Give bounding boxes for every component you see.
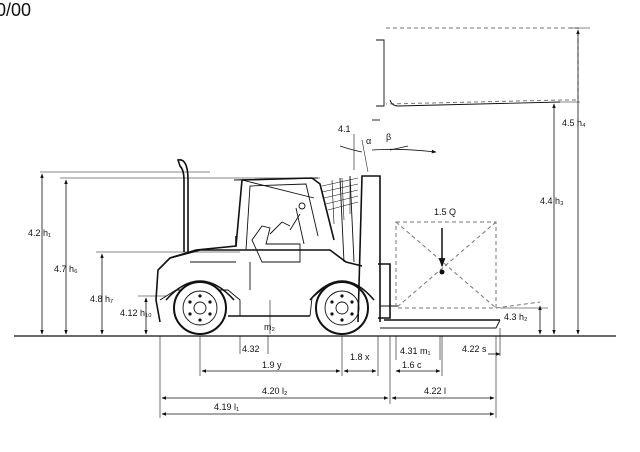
dim-h3: 4.4 h₃ [540, 196, 564, 206]
dim-h4: 4.5 h₄ [562, 118, 586, 128]
mast-tilt-label: 4.1 [338, 124, 351, 134]
load-box: 1.5 Q [395, 207, 541, 309]
dim-m2: m₂ [264, 322, 275, 332]
dim-h1: 4.2 h₁ [28, 228, 51, 238]
dim-l2: 4.20 l₂ [262, 386, 288, 396]
dim-h6: 4.7 h₆ [54, 264, 78, 274]
dim-x: 1.8 x [350, 352, 370, 362]
dim-c: 1.6 c [402, 360, 422, 370]
load-label: 1.5 Q [434, 207, 456, 217]
title-fragment: 0/00 [0, 0, 31, 20]
raised-carriage [372, 27, 579, 121]
forklift-outline [155, 159, 501, 335]
dim-h7: 4.8 h₇ [90, 294, 113, 304]
dim-m1: 4.31 m₁ [400, 346, 431, 356]
dim-l: 4.22 l [424, 386, 446, 396]
dim-l1: 4.19 l₁ [214, 402, 239, 412]
dim-s: 4.22 s [462, 344, 487, 354]
mast [357, 175, 381, 323]
dim-h2: 4.3 h₂ [504, 312, 528, 322]
tilt-alpha: α [366, 136, 371, 146]
dim-h10: 4.12 h₁₀ [120, 308, 152, 318]
rear-wheel [173, 281, 227, 335]
dim-432: 4.32 [242, 344, 260, 354]
dim-y: 1.9 y [262, 360, 282, 370]
front-wheel [315, 281, 369, 335]
tilt-beta: β [386, 132, 391, 142]
